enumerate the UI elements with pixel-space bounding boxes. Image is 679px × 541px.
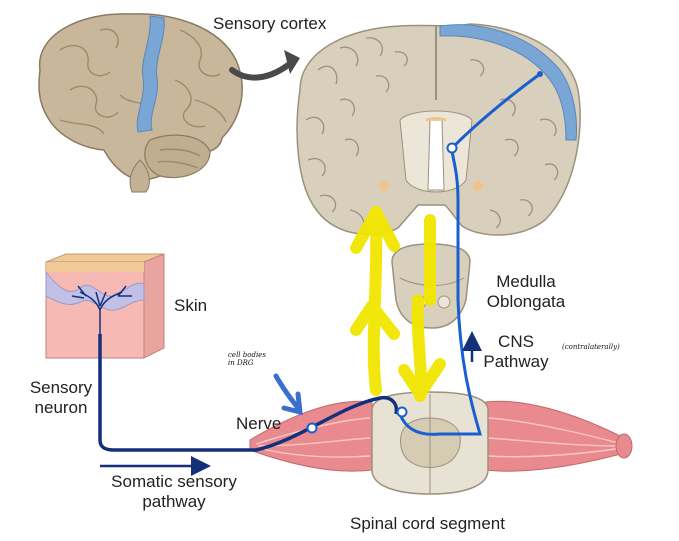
annotation-contralaterally: (contralaterally) [562, 343, 620, 351]
label-nerve: Nerve [236, 414, 282, 433]
label-sensory-neuron-line1: Sensory [29, 378, 93, 397]
annotation-cell-bodies-line1: cell bodies [228, 351, 266, 359]
spinal-cord-segment [249, 391, 633, 495]
cns-pathway-line [398, 72, 541, 436]
label-sensory-neuron-line2: neuron [34, 398, 88, 417]
curved-arrow-icon [229, 59, 295, 81]
annotation-arrow [273, 373, 303, 416]
label-cns-line1: CNS [498, 332, 534, 351]
label-medulla-line1: Medulla [496, 272, 556, 291]
label-somatic-line2: pathway [142, 492, 206, 511]
label-spinal-cord-segment: Spinal cord segment [350, 514, 505, 533]
label-somatic-line1: Somatic sensory [111, 472, 237, 491]
label-medulla-line2: Oblongata [486, 292, 566, 311]
label-sensory-cortex: Sensory cortex [213, 14, 327, 33]
label-cns-pathway: CNS Pathway [478, 332, 554, 372]
lateral-brain [38, 13, 243, 193]
annotation-cell-bodies: cell bodies in DRG [228, 351, 266, 367]
label-cns-line2: Pathway [483, 352, 549, 371]
label-sensory-neuron: Sensory neuron [26, 378, 96, 418]
label-somatic-sensory-pathway: Somatic sensory pathway [94, 472, 254, 512]
label-medulla-oblongata: Medulla Oblongata [476, 272, 576, 312]
annotation-yellow-arrows [350, 206, 446, 402]
coronal-brain [296, 23, 581, 236]
skin-block [45, 253, 165, 359]
label-skin: Skin [174, 296, 208, 315]
annotation-cell-bodies-line2: in DRG [228, 359, 254, 367]
